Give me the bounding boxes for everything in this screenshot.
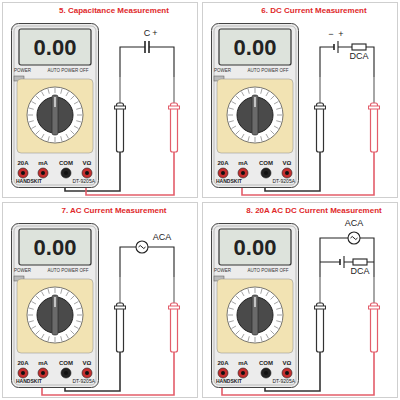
probe-tip	[373, 277, 375, 303]
multimeter: 0.00POWER AUTO POWER OFF 20AmACOMVΩ HANDSKI…	[211, 223, 299, 388]
measurement-panel: 8. 20A AC DC Current Measurement 0.00POWE…	[202, 202, 398, 398]
component-label: −	[327, 30, 334, 40]
button-label: POWER	[14, 269, 36, 274]
plate-symbol	[333, 44, 335, 50]
jack-label: mA	[233, 360, 253, 367]
brand-name: HANDSKIT	[16, 379, 54, 385]
panel-title: 6. DC Current Measurement	[233, 7, 395, 16]
jack-label: mA	[233, 160, 253, 167]
button-label: POWER	[14, 69, 36, 74]
jack-label: COM	[56, 360, 76, 367]
feature-label: AUTO POWER OFF	[241, 269, 295, 274]
probe-tip	[319, 277, 321, 303]
jack-label: mA	[33, 360, 53, 367]
jack-label: VΩ	[77, 360, 97, 367]
probe-tip	[173, 77, 175, 103]
component-label: DCA	[349, 267, 370, 277]
probe-guard	[115, 106, 126, 109]
brand-name: HANDSKIT	[216, 379, 254, 385]
jack-label: 20A	[13, 160, 33, 167]
component-label: +	[337, 30, 344, 40]
plate-symbol	[343, 256, 344, 268]
probe-handle	[371, 103, 378, 152]
lcd-reading: 0.00	[219, 36, 291, 60]
circuit-wire	[320, 238, 374, 277]
feature-label: AUTO POWER OFF	[41, 69, 95, 74]
panel-title: 7. AC Current Measurement	[33, 207, 195, 216]
jack-label: 20A	[213, 160, 233, 167]
component-label: +	[151, 29, 158, 39]
jack-label: VΩ	[277, 360, 297, 367]
model-number: DT-9205A	[57, 379, 95, 385]
probe-guard	[169, 306, 180, 309]
probe-guard	[169, 106, 180, 109]
lcd-reading: 0.00	[19, 36, 91, 60]
resistor-symbol	[353, 259, 367, 265]
multimeter: 0.00POWER AUTO POWER OFF 20AmACOMVΩ HANDSKI…	[211, 23, 299, 188]
brand-name: HANDSKIT	[16, 179, 54, 185]
plate-symbol	[339, 259, 341, 265]
probe-handle	[117, 303, 124, 352]
button-label: POWER	[214, 269, 236, 274]
panel-title: 5. Capacitance Measurement	[33, 7, 195, 16]
jack-label: COM	[256, 360, 276, 367]
jack-label: 20A	[213, 360, 233, 367]
probe-handle	[117, 103, 124, 152]
wire-gap	[340, 260, 344, 264]
multimeter: 0.00POWER AUTO POWER OFF 20AmACOMVΩ HANDSKI…	[11, 23, 99, 188]
lcd-reading: 0.00	[19, 236, 91, 260]
probe-tip	[119, 277, 121, 303]
plate-symbol	[148, 41, 150, 53]
panel-title: 8. 20A AC DC Current Measurement	[233, 207, 395, 216]
probe-handle	[171, 103, 178, 152]
red-lead	[86, 152, 174, 195]
plate-symbol	[144, 41, 146, 53]
model-number: DT-9205A	[257, 179, 295, 185]
component-label: ACA	[152, 233, 173, 243]
wire-gap	[334, 45, 338, 49]
probe-handle	[171, 303, 178, 352]
probe-tip	[319, 77, 321, 103]
model-number: DT-9205A	[57, 179, 95, 185]
component-label: C	[143, 29, 152, 39]
measurement-panel: 7. AC Current Measurement 0.00POWER AUTO P…	[2, 202, 198, 398]
probe-tip	[173, 277, 175, 303]
model-number: DT-9205A	[257, 379, 295, 385]
probe-tip	[119, 77, 121, 103]
probe-guard	[115, 306, 126, 309]
jack-label: COM	[256, 160, 276, 167]
probe-guard	[369, 106, 380, 109]
measurement-panel: 6. DC Current Measurement 0.00POWER AUTO P…	[202, 2, 398, 198]
circuit-wire	[120, 47, 174, 77]
plate-symbol	[337, 41, 338, 53]
probe-handle	[317, 303, 324, 352]
lcd-reading: 0.00	[219, 236, 291, 260]
jack-label: mA	[33, 160, 53, 167]
probe-handle	[371, 303, 378, 352]
jack-label: COM	[56, 160, 76, 167]
jack-label: VΩ	[77, 160, 97, 167]
feature-label: AUTO POWER OFF	[41, 269, 95, 274]
jack-label: 20A	[13, 360, 33, 367]
sine-symbol	[351, 237, 358, 240]
probe-guard	[369, 306, 380, 309]
button-label: POWER	[214, 69, 236, 74]
multimeter: 0.00POWER AUTO POWER OFF 20AmACOMVΩ HANDSKI…	[11, 223, 99, 388]
ac-source-symbol	[348, 232, 360, 244]
circuit-wire	[120, 247, 174, 277]
probe-guard	[315, 106, 326, 109]
resistor-symbol	[352, 44, 366, 50]
component-label: ACA	[344, 219, 365, 229]
component-label: DCA	[348, 52, 369, 62]
circuit-wire	[320, 47, 374, 77]
jack-label: VΩ	[277, 160, 297, 167]
sine-symbol	[139, 246, 146, 249]
measurement-panel: 5. Capacitance Measurement 0.00POWER AUTO …	[2, 2, 198, 198]
probe-guard	[315, 306, 326, 309]
probe-handle	[317, 103, 324, 152]
feature-label: AUTO POWER OFF	[241, 69, 295, 74]
probe-tip	[373, 77, 375, 103]
brand-name: HANDSKIT	[216, 179, 254, 185]
ac-source-symbol	[136, 241, 148, 253]
